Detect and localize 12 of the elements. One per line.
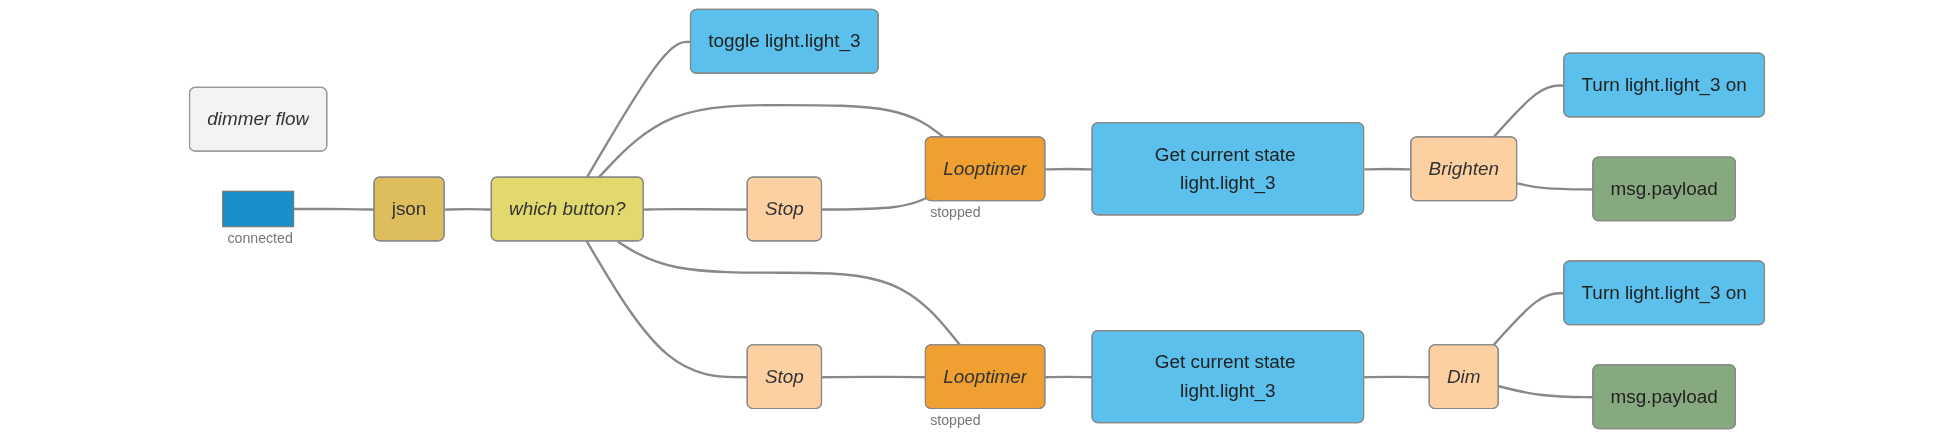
connector <box>444 208 492 211</box>
connector <box>1364 375 1430 379</box>
node-box <box>222 190 295 228</box>
connector <box>597 103 945 179</box>
connector <box>1045 167 1093 171</box>
connector <box>1045 375 1093 379</box>
status-text: stopped <box>930 412 981 428</box>
status-text: connected <box>227 230 293 247</box>
connector <box>643 208 748 211</box>
connector <box>822 196 928 211</box>
status-text: stopped <box>930 204 981 221</box>
connector <box>585 240 748 379</box>
